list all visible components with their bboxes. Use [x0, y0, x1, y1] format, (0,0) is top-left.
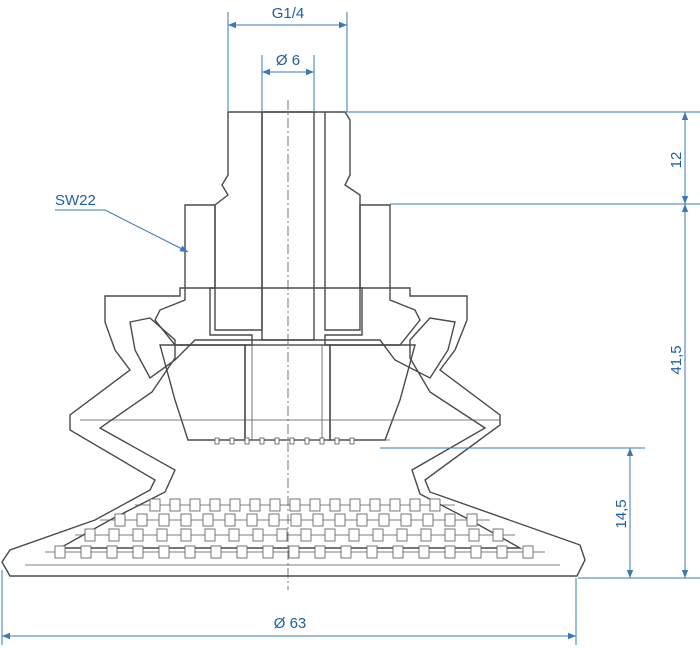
thread-label: G1/4 [272, 5, 305, 22]
lamella-tick [149, 498, 161, 512]
insert-tick [319, 437, 325, 445]
insert-tick [334, 437, 340, 445]
lamella-tick [420, 528, 432, 542]
dimension-height-lip: 14,5 [380, 447, 645, 578]
lamella-tick [252, 528, 264, 542]
lamella-tick [392, 545, 404, 559]
insert-tick [274, 437, 280, 445]
dimension-diameter: Ø 63 [1, 570, 577, 645]
insert-tick [289, 437, 295, 445]
insert-tick [214, 437, 220, 445]
dimension-height-body: 41,5 [578, 204, 700, 579]
lamella-tick [54, 545, 66, 559]
lamella-tick [276, 528, 288, 542]
lamella-tick [114, 513, 126, 527]
lamella-tick [202, 513, 214, 527]
lamella-tick [80, 545, 92, 559]
lamella-tick [268, 513, 280, 527]
dimension-wrench: SW22 [55, 192, 189, 253]
lamella-tick [269, 498, 281, 512]
insert-tick [259, 437, 265, 445]
lamella-tick [418, 545, 430, 559]
dimension-height-top: 12 [345, 111, 700, 205]
lamella-tick [372, 528, 384, 542]
lamella-tick [229, 498, 241, 512]
lamella-tick [496, 545, 508, 559]
lamella-tick [468, 528, 480, 542]
lamella-tick [300, 528, 312, 542]
lamella-tick [309, 498, 321, 512]
lamella-tick [349, 498, 361, 512]
insert-section [159, 344, 416, 441]
lamella-tick [522, 545, 534, 559]
bore-label: Ø 6 [276, 52, 300, 69]
height-top-label: 12 [668, 152, 685, 169]
lamella-tick [106, 545, 118, 559]
dimension-bore: Ø 6 [261, 52, 315, 112]
lamella-tick [108, 528, 120, 542]
lamella-tick [210, 545, 222, 559]
lamella-tick [156, 528, 168, 542]
fitting-section [154, 111, 421, 441]
lamella-tick [224, 513, 236, 527]
insert-tick [229, 437, 235, 445]
lamella-tick [378, 513, 390, 527]
lamella-tick [444, 513, 456, 527]
lamella-tick [262, 545, 274, 559]
lamella-tick [422, 513, 434, 527]
wrench-label: SW22 [55, 192, 96, 209]
lamella-tick [334, 513, 346, 527]
lamella-tick [136, 513, 148, 527]
height-body-label: 41,5 [668, 345, 685, 374]
diameter-label: Ø 63 [274, 615, 307, 632]
lamella-tick [444, 545, 456, 559]
lamella-ticks [54, 437, 534, 559]
insert-tick [304, 437, 310, 445]
lamella-tick [396, 528, 408, 542]
lamella-tick [366, 545, 378, 559]
lamella-tick [409, 498, 421, 512]
lamella-tick [189, 498, 201, 512]
lamella-tick [289, 498, 301, 512]
lamella-tick [312, 513, 324, 527]
lamella-tick [369, 498, 381, 512]
lamella-tick [444, 528, 456, 542]
lamella-tick [324, 528, 336, 542]
lamella-tick [356, 513, 368, 527]
lamella-tick [84, 528, 96, 542]
lamella-tick [492, 528, 504, 542]
lamella-tick [429, 498, 441, 512]
lamella-tick [132, 545, 144, 559]
lamella-tick [169, 498, 181, 512]
lamella-tick [400, 513, 412, 527]
dimension-thread: G1/4 [227, 5, 348, 112]
lamella-tick [329, 498, 341, 512]
height-lip-label: 14,5 [613, 499, 630, 528]
lamella-tick [158, 545, 170, 559]
lamella-tick [180, 528, 192, 542]
lamella-tick [348, 528, 360, 542]
insert-tick [349, 437, 355, 445]
bellows-section [1, 287, 586, 577]
lamella-tick [314, 545, 326, 559]
lamella-tick [132, 528, 144, 542]
lamella-tick [470, 545, 482, 559]
lamella-tick [158, 513, 170, 527]
lamella-tick [466, 513, 478, 527]
lamella-tick [184, 545, 196, 559]
lamella-tick [180, 513, 192, 527]
lamella-tick [228, 528, 240, 542]
lamella-tick [249, 498, 261, 512]
lamella-tick [209, 498, 221, 512]
lamella-tick [389, 498, 401, 512]
lamella-tick [204, 528, 216, 542]
insert-tick [244, 437, 250, 445]
lamella-tick [290, 513, 302, 527]
lamella-tick [236, 545, 248, 559]
lamella-tick [288, 545, 300, 559]
lamella-tick [340, 545, 352, 559]
lamella-tick [246, 513, 258, 527]
